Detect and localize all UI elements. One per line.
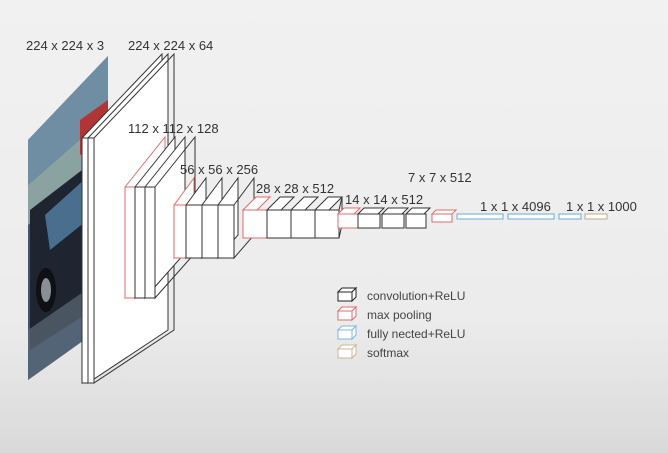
fc-layers	[456, 213, 582, 220]
label-conv5-dims: 14 x 14 x 512	[345, 192, 423, 207]
legend-label-fc: fully nected+ReLU	[367, 327, 465, 341]
label-conv3-dims: 56 x 56 x 256	[180, 162, 258, 177]
legend-label-softmax: softmax	[367, 346, 409, 360]
label-output-dims: 1 x 1 x 1000	[566, 199, 637, 214]
label-input-dims: 224 x 224 x 3	[26, 38, 104, 53]
label-conv4-dims: 28 x 28 x 512	[256, 181, 334, 196]
legend: convolution+ReLU max pooling fully necte…	[336, 286, 465, 360]
conv5-block	[336, 207, 432, 229]
legend-label-pool: max pooling	[367, 308, 432, 322]
label-pool5-dims: 7 x 7 x 512	[408, 170, 472, 185]
legend-item-fc: fully nected+ReLU	[336, 324, 465, 341]
conv4-block	[241, 196, 344, 239]
legend-item-conv: convolution+ReLU	[336, 286, 465, 303]
conv2-block	[124, 135, 196, 300]
pool5-block	[430, 209, 458, 223]
conv3-block	[173, 176, 255, 260]
softmax-layer	[584, 213, 608, 220]
label-conv2-dims: 112 x 112 x 128	[128, 121, 219, 136]
label-fc-dims: 1 x 1 x 4096	[480, 199, 551, 214]
legend-item-softmax: softmax	[336, 343, 409, 360]
label-conv1-dims: 224 x 224 x 64	[128, 38, 213, 53]
legend-label-conv: convolution+ReLU	[367, 289, 465, 303]
legend-item-pool: max pooling	[336, 305, 432, 322]
